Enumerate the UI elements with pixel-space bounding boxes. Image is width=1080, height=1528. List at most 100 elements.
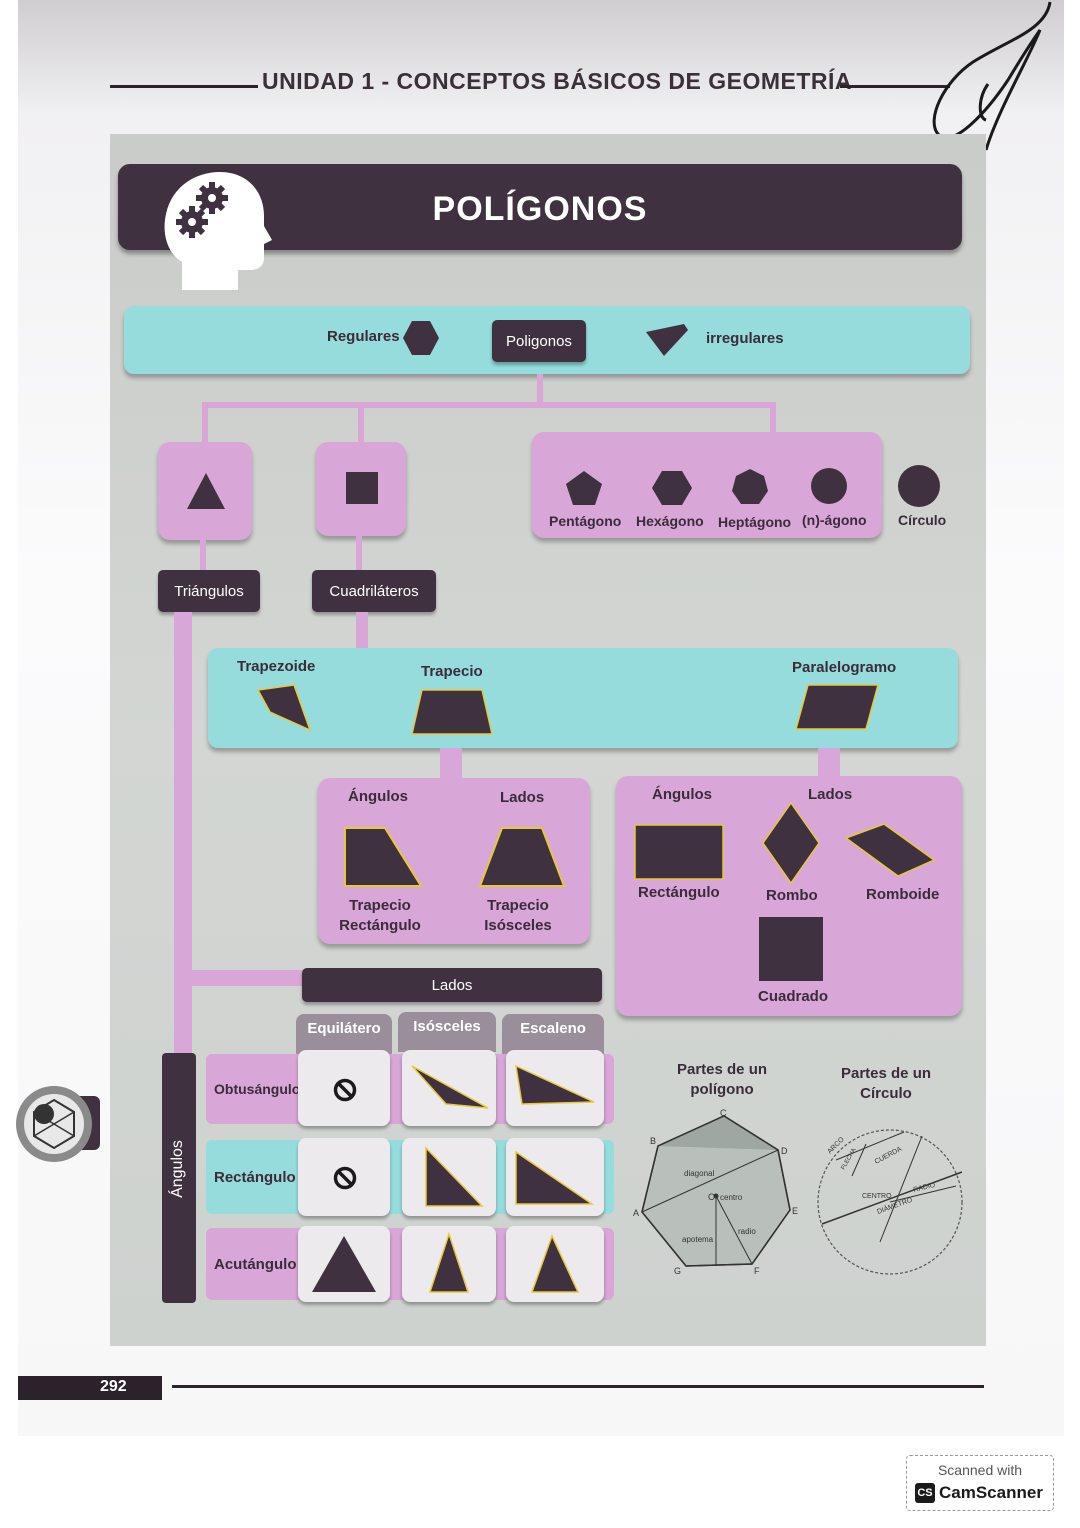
connector — [356, 612, 368, 650]
connector — [358, 402, 364, 446]
vertex-b-label: B — [650, 1136, 656, 1146]
acute-isosceles-triangle-icon — [428, 1232, 470, 1293]
angulos-label: Ángulos — [169, 1140, 186, 1198]
rectangulo-label: Rectángulo — [638, 884, 720, 901]
vertex-e-label: E — [792, 1206, 798, 1216]
row-label-rectangulo-text: Rectángulo — [214, 1168, 296, 1186]
label-line: polígono — [690, 1081, 754, 1098]
trapecio-lados-label: Lados — [500, 789, 545, 806]
poligonos-label: Poligonos — [492, 320, 586, 362]
trapecio-label: Trapecio — [421, 663, 483, 680]
radio-label: radio — [738, 1227, 756, 1236]
triangle-icon — [187, 473, 225, 509]
rhomboid-icon — [844, 823, 936, 877]
connector — [537, 374, 543, 404]
arco-label: ARCO — [826, 1136, 846, 1156]
scanned-with-label: Scanned with — [937, 1462, 1023, 1478]
obtuse-scalene-triangle-icon — [515, 1064, 595, 1105]
pentagono-label: Pentágono — [549, 513, 622, 529]
obtuse-isosceles-triangle-icon — [411, 1065, 489, 1109]
rectangle-icon — [634, 824, 724, 880]
circle-parts-diagram: ARCO FLECHA CUERDA CENTRO RADIO DIÁMETRO — [817, 1129, 963, 1275]
label-line: Isósceles — [484, 917, 552, 934]
not-possible-icon — [333, 1078, 357, 1102]
camscanner-logo-icon: CS — [915, 1483, 935, 1503]
trapezoide-label: Trapezoide — [237, 658, 316, 675]
label-line: Trapecio — [349, 897, 411, 914]
cuadrado-label: Cuadrado — [758, 988, 829, 1005]
radio-label: RADIO — [913, 1182, 937, 1194]
heptagon-icon — [732, 469, 768, 504]
trapecio-isosceles-label: Trapecio Isósceles — [470, 896, 566, 936]
row-label-acutangulo-text: Acutángulo — [214, 1255, 297, 1273]
square-icon — [346, 472, 378, 504]
cuerda-label: CUERDA — [874, 1146, 904, 1166]
label-line: Trapecio — [487, 897, 549, 914]
not-possible-icon — [333, 1166, 357, 1190]
label-line: Partes de un — [840, 1065, 932, 1082]
label-line: Rectángulo — [339, 917, 421, 934]
angulos-bar — [162, 1053, 196, 1303]
equilateral-triangle-icon — [312, 1236, 376, 1292]
right-scalene-triangle-icon — [515, 1150, 594, 1205]
triangulos-label: Triángulos — [158, 570, 260, 612]
page-number: 292 — [100, 1378, 127, 1395]
footer-rule — [172, 1385, 984, 1388]
apotema-label: apotema — [682, 1235, 714, 1244]
connector — [818, 748, 840, 778]
connector — [200, 540, 206, 570]
regulares-label: Regulares — [327, 328, 400, 345]
centro-label: CENTRO — [862, 1193, 892, 1200]
connector — [202, 402, 776, 408]
connector — [188, 970, 304, 986]
lados-bar: Lados — [302, 968, 602, 1002]
page-number-bar — [18, 1376, 162, 1400]
vertex-c-label: C — [720, 1108, 727, 1118]
polygon-parts-diagram: B C D E F G A diagonal O centro radio ap… — [633, 1108, 798, 1276]
rombo-label: Rombo — [766, 887, 818, 904]
trapezium-icon — [411, 689, 493, 735]
cuadrilateros-label: Cuadriláteros — [312, 570, 436, 612]
circle-parts-title: Partes de un Círculo — [828, 1064, 944, 1104]
connector — [440, 748, 462, 782]
header-rule — [840, 85, 950, 88]
circulo-label: Círculo — [898, 512, 947, 528]
irregulares-label: irregulares — [706, 330, 784, 347]
page-title: POLÍGONOS — [432, 190, 648, 228]
rhombus-icon — [762, 802, 820, 884]
paralelogramo-lados-label: Lados — [808, 786, 853, 803]
diagonal-label: diagonal — [684, 1169, 714, 1178]
connector — [174, 612, 192, 1056]
column-header-isosceles: Isósceles — [398, 1012, 496, 1052]
pentagon-icon — [566, 471, 602, 505]
romboide-label: Romboide — [866, 886, 940, 903]
camscanner-watermark: Scanned with CS CamScanner — [906, 1455, 1054, 1511]
centro-label: centro — [720, 1193, 743, 1202]
head-gears-icon — [164, 172, 272, 290]
o-label: O — [708, 1192, 715, 1202]
geometry-badge-icon — [16, 1086, 100, 1162]
paralelogramo-label: Paralelogramo — [792, 659, 897, 676]
hexagono-label: Hexágono — [636, 513, 704, 529]
hexagon-icon — [652, 471, 692, 505]
trapecio-angulos-label: Ángulos — [348, 788, 408, 805]
page-header-title: UNIDAD 1 - CONCEPTOS BÁSICOS DE GEOMETRÍ… — [262, 68, 853, 94]
n-agono-label: (n)-ágono — [802, 512, 867, 528]
trapezoid-irregular-icon — [256, 684, 312, 732]
camscanner-name: CamScanner — [939, 1483, 1043, 1502]
vertex-d-label: D — [781, 1146, 788, 1156]
paralelogramo-angulos-label: Ángulos — [652, 786, 712, 803]
right-trapezium-icon — [344, 827, 423, 887]
column-header-escaleno: Escaleno — [502, 1014, 604, 1054]
heptagono-label: Heptágono — [718, 514, 792, 530]
column-header-equilatero: Equilátero — [296, 1014, 392, 1054]
circle-icon — [898, 465, 940, 507]
hexagon-icon — [403, 321, 439, 355]
flecha-label: FLECHA — [841, 1147, 858, 1171]
n-agon-icon — [811, 468, 847, 504]
connector — [356, 536, 362, 570]
connector — [770, 402, 776, 436]
label-line: Círculo — [860, 1085, 912, 1102]
vertex-f-label: F — [754, 1266, 760, 1276]
acute-scalene-triangle-icon — [530, 1234, 580, 1293]
